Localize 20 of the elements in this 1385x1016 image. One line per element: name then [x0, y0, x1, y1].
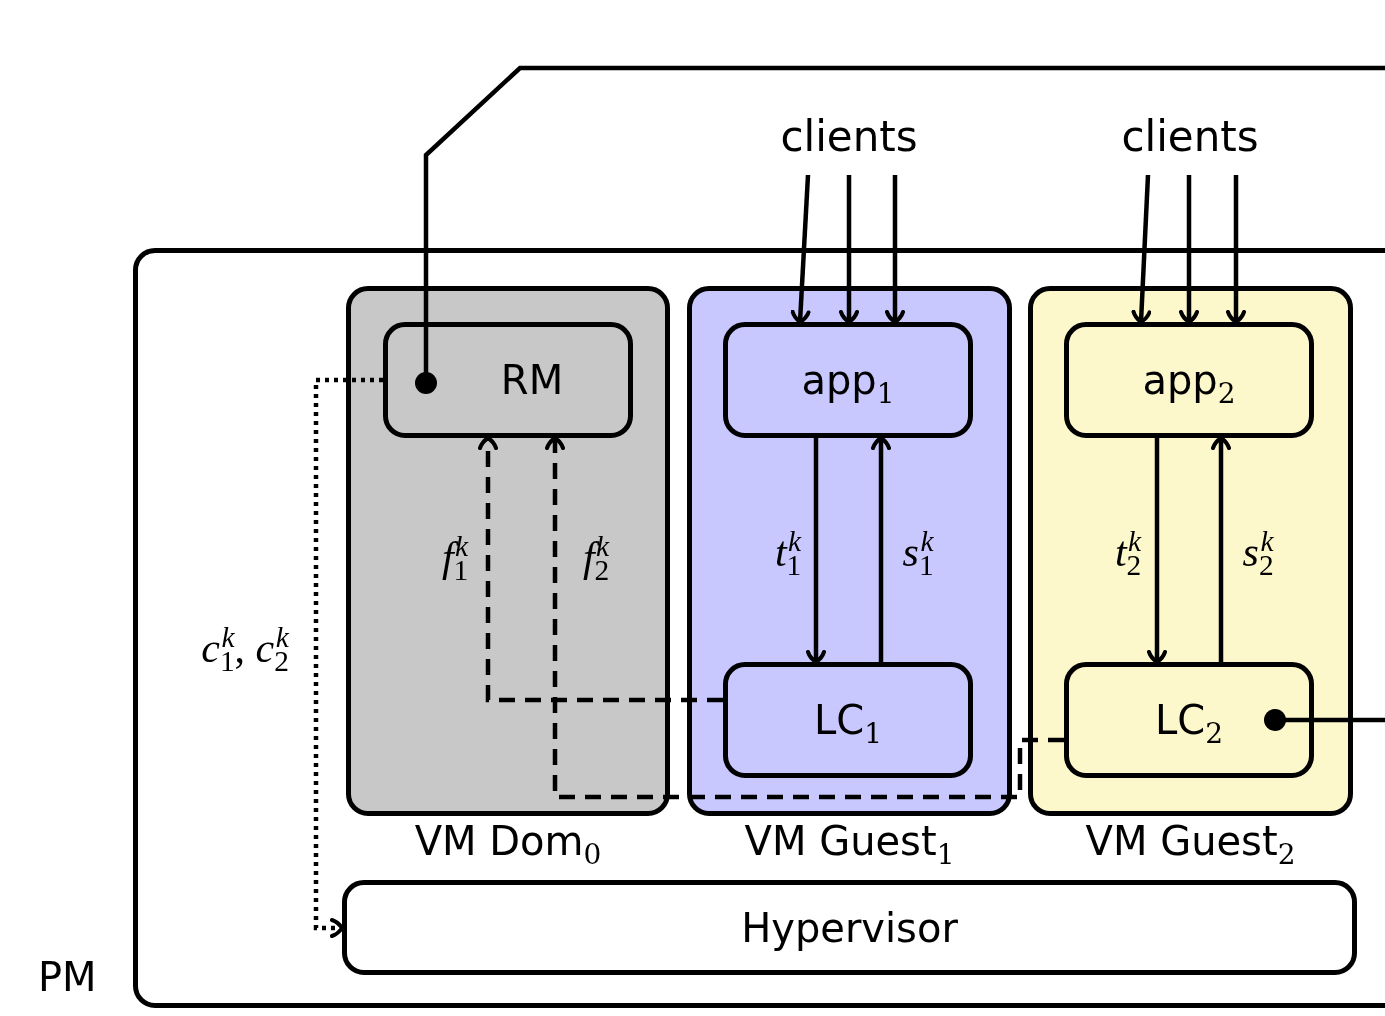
- clients-label: clients: [769, 112, 929, 175]
- process-box: [1064, 322, 1314, 438]
- clients-label: clients: [1110, 112, 1270, 175]
- process-box: [1064, 662, 1314, 778]
- node-label: app$_{2}$: [1142, 356, 1236, 404]
- vm-label: VM Guest$_{2}$: [1085, 817, 1296, 865]
- signal-line: [1264, 709, 1385, 731]
- node-label: LC$_{2}$: [1155, 696, 1223, 744]
- signal-line: [415, 65, 1385, 394]
- vm-label: VM Dom$_{0}$: [414, 817, 602, 865]
- process-box: [342, 880, 1357, 975]
- node-label: app$_{1}$: [801, 356, 895, 404]
- process-box: [723, 322, 973, 438]
- node-label: RM: [500, 356, 564, 404]
- vm-label: VM Guest$_{1}$: [744, 817, 955, 865]
- node-label: Hypervisor: [741, 903, 958, 952]
- process-box: [723, 662, 973, 778]
- process-box: [383, 322, 633, 438]
- node-label: LC$_{1}$: [814, 696, 882, 744]
- machine-label: PM: [38, 953, 97, 1001]
